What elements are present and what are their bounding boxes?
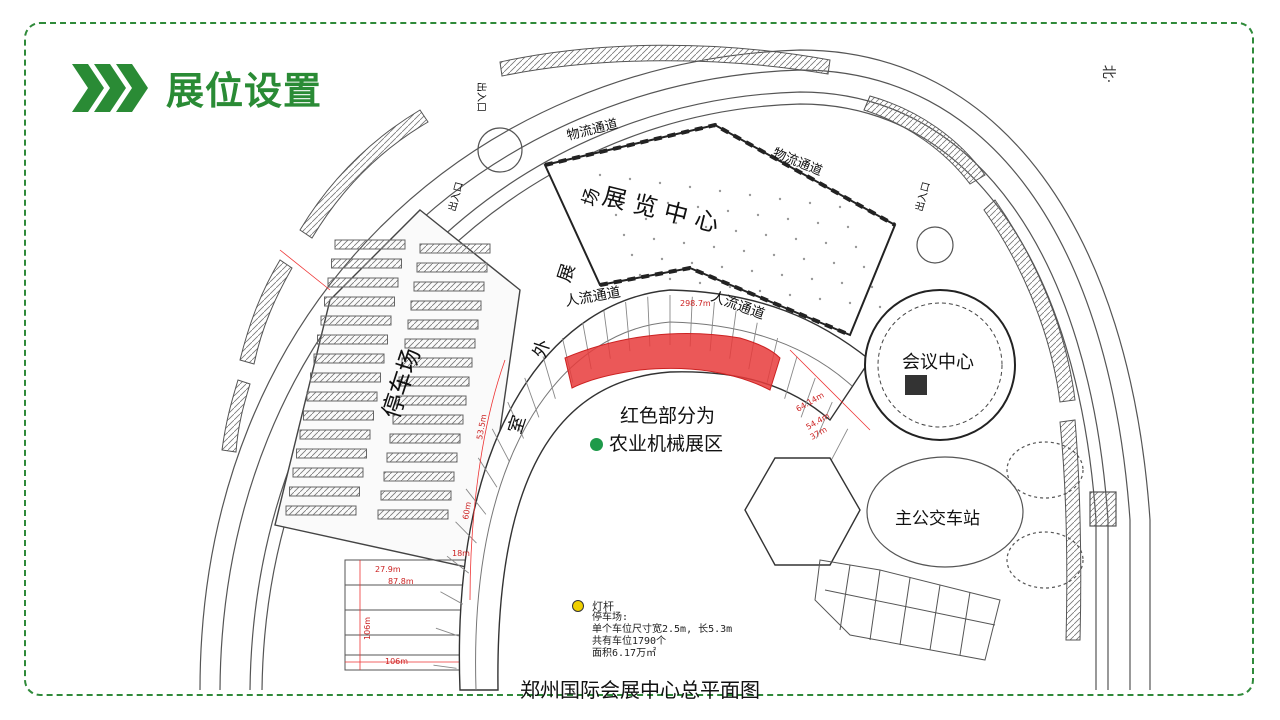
label-bus-station: 主公交车站 (895, 509, 980, 529)
dimension-label: 106m (385, 657, 408, 666)
outer-parking-strips (221, 44, 1082, 641)
lamp-legend: 灯杆 (572, 598, 614, 614)
slide-frame (24, 22, 1254, 696)
parking-note-line: 停车场: (592, 612, 629, 623)
parking-note-line: 单个车位尺寸宽2.5m, 长5.3m (592, 624, 733, 635)
agri-zone-note-line2-text: 农业机械展区 (609, 433, 724, 455)
slide-header: 展位设置 (72, 60, 322, 115)
dimension-label: 60m (461, 501, 473, 520)
lamp-legend-label: 灯杆 (592, 600, 614, 613)
roundabouts (477, 127, 954, 264)
agri-machinery-zone (564, 333, 781, 391)
chevron-arrows-icon (72, 63, 148, 112)
lamp-post-icon (572, 600, 584, 612)
label-conference-center: 会议中心 (902, 352, 974, 373)
lower-right-grid (814, 559, 1001, 661)
dimension-label: 87.8m (388, 577, 414, 586)
hexagon-plaza (744, 457, 861, 566)
dimension-lines (279, 249, 871, 601)
parking-notes: 停车场: 单个车位尺寸宽2.5m, 长5.3m 共有车位1790个 面积6.17… (592, 612, 732, 660)
parking-note-line: 面积6.17万㎡ (592, 648, 657, 659)
page-title: 展位设置 (166, 69, 323, 113)
agri-zone-note: 红色部分为 农业机械展区 (590, 402, 723, 458)
left-parking-lot (274, 209, 521, 571)
map-caption: 郑州国际会展中心总平面图 (520, 678, 760, 702)
bus-station-area (866, 441, 1117, 589)
dimension-label: 298.7m (680, 299, 711, 308)
exhibition-center-building (543, 122, 897, 337)
conference-center-building (864, 289, 1016, 441)
green-dot-icon (590, 438, 603, 451)
agri-zone-note-line2: 农业机械展区 (590, 430, 723, 458)
label-entrance-right: 出入口 (912, 180, 932, 212)
dimension-label: 18m (452, 549, 470, 558)
parking-note-line: 共有车位1790个 (592, 636, 667, 647)
dimension-label: 53.5m (475, 413, 488, 440)
agri-zone-note-line1: 红色部分为 (620, 405, 716, 427)
dimension-label: 27.9m (375, 565, 401, 574)
label-entrance-top: 出入口 (475, 82, 488, 112)
dimension-label: 106m (363, 617, 372, 640)
